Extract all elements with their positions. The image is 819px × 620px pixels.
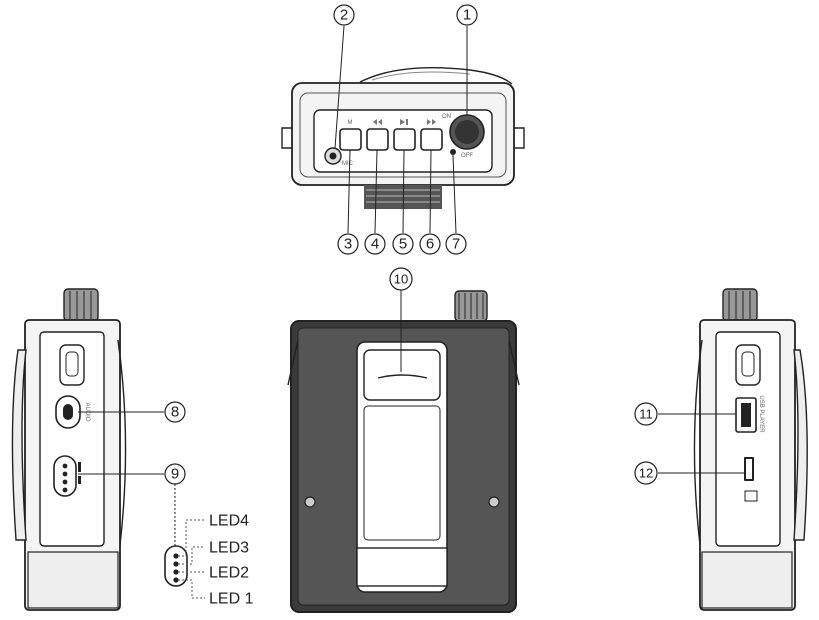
led2-label: LED2 <box>209 565 249 582</box>
power-led <box>450 149 456 155</box>
svg-text:1: 1 <box>463 7 471 24</box>
svg-text:8: 8 <box>171 404 179 421</box>
led-detail: LED4 LED3 LED2 LED 1 <box>164 513 254 608</box>
callout-11: 11 <box>634 402 658 426</box>
callout-7: 7 <box>445 233 467 255</box>
mic-label: MIC <box>342 161 354 167</box>
next-button <box>420 128 443 151</box>
led1-label: LED 1 <box>209 591 254 608</box>
sd-card-icon <box>744 490 758 502</box>
callout-9: 9 <box>164 463 186 485</box>
mode-button-label: M <box>348 120 353 126</box>
callout-8: 8 <box>164 401 186 423</box>
callout-2: 2 <box>333 4 355 26</box>
right-side-view: USB PLAYER <box>693 288 808 611</box>
svg-text:10: 10 <box>394 272 408 287</box>
svg-text:12: 12 <box>639 466 653 481</box>
left-side-view: AUDIO <box>11 288 127 611</box>
callout-5: 5 <box>392 233 414 255</box>
on-label: ON <box>442 114 451 120</box>
callout-12: 12 <box>634 461 658 485</box>
callout-6: 6 <box>419 233 441 255</box>
svg-text:5: 5 <box>399 236 407 253</box>
led4-label: LED4 <box>209 513 249 530</box>
callout-3: 3 <box>337 233 359 255</box>
svg-text:4: 4 <box>371 236 379 253</box>
svg-text:6: 6 <box>426 236 434 253</box>
led3-label: LED3 <box>209 540 249 557</box>
off-label: OFF <box>461 153 473 159</box>
svg-text:2: 2 <box>340 7 348 24</box>
svg-text:7: 7 <box>452 236 460 253</box>
svg-text:3: 3 <box>344 236 352 253</box>
svg-text:11: 11 <box>639 407 653 422</box>
usb-player-label: USB PLAYER <box>758 395 764 433</box>
back-view <box>287 290 520 613</box>
previous-button <box>366 128 389 151</box>
callout-10: 10 <box>389 267 413 291</box>
callout-1: 1 <box>456 4 478 26</box>
callouts: 1 2 3 4 5 6 7 8 9 10 11 12 <box>164 4 658 485</box>
callout-4: 4 <box>364 233 386 255</box>
leader-lines <box>78 25 744 546</box>
top-view: MIC M ON OFF <box>281 67 525 209</box>
play-pause-button <box>393 128 416 151</box>
mode-button <box>339 128 362 151</box>
svg-text:9: 9 <box>171 466 179 483</box>
